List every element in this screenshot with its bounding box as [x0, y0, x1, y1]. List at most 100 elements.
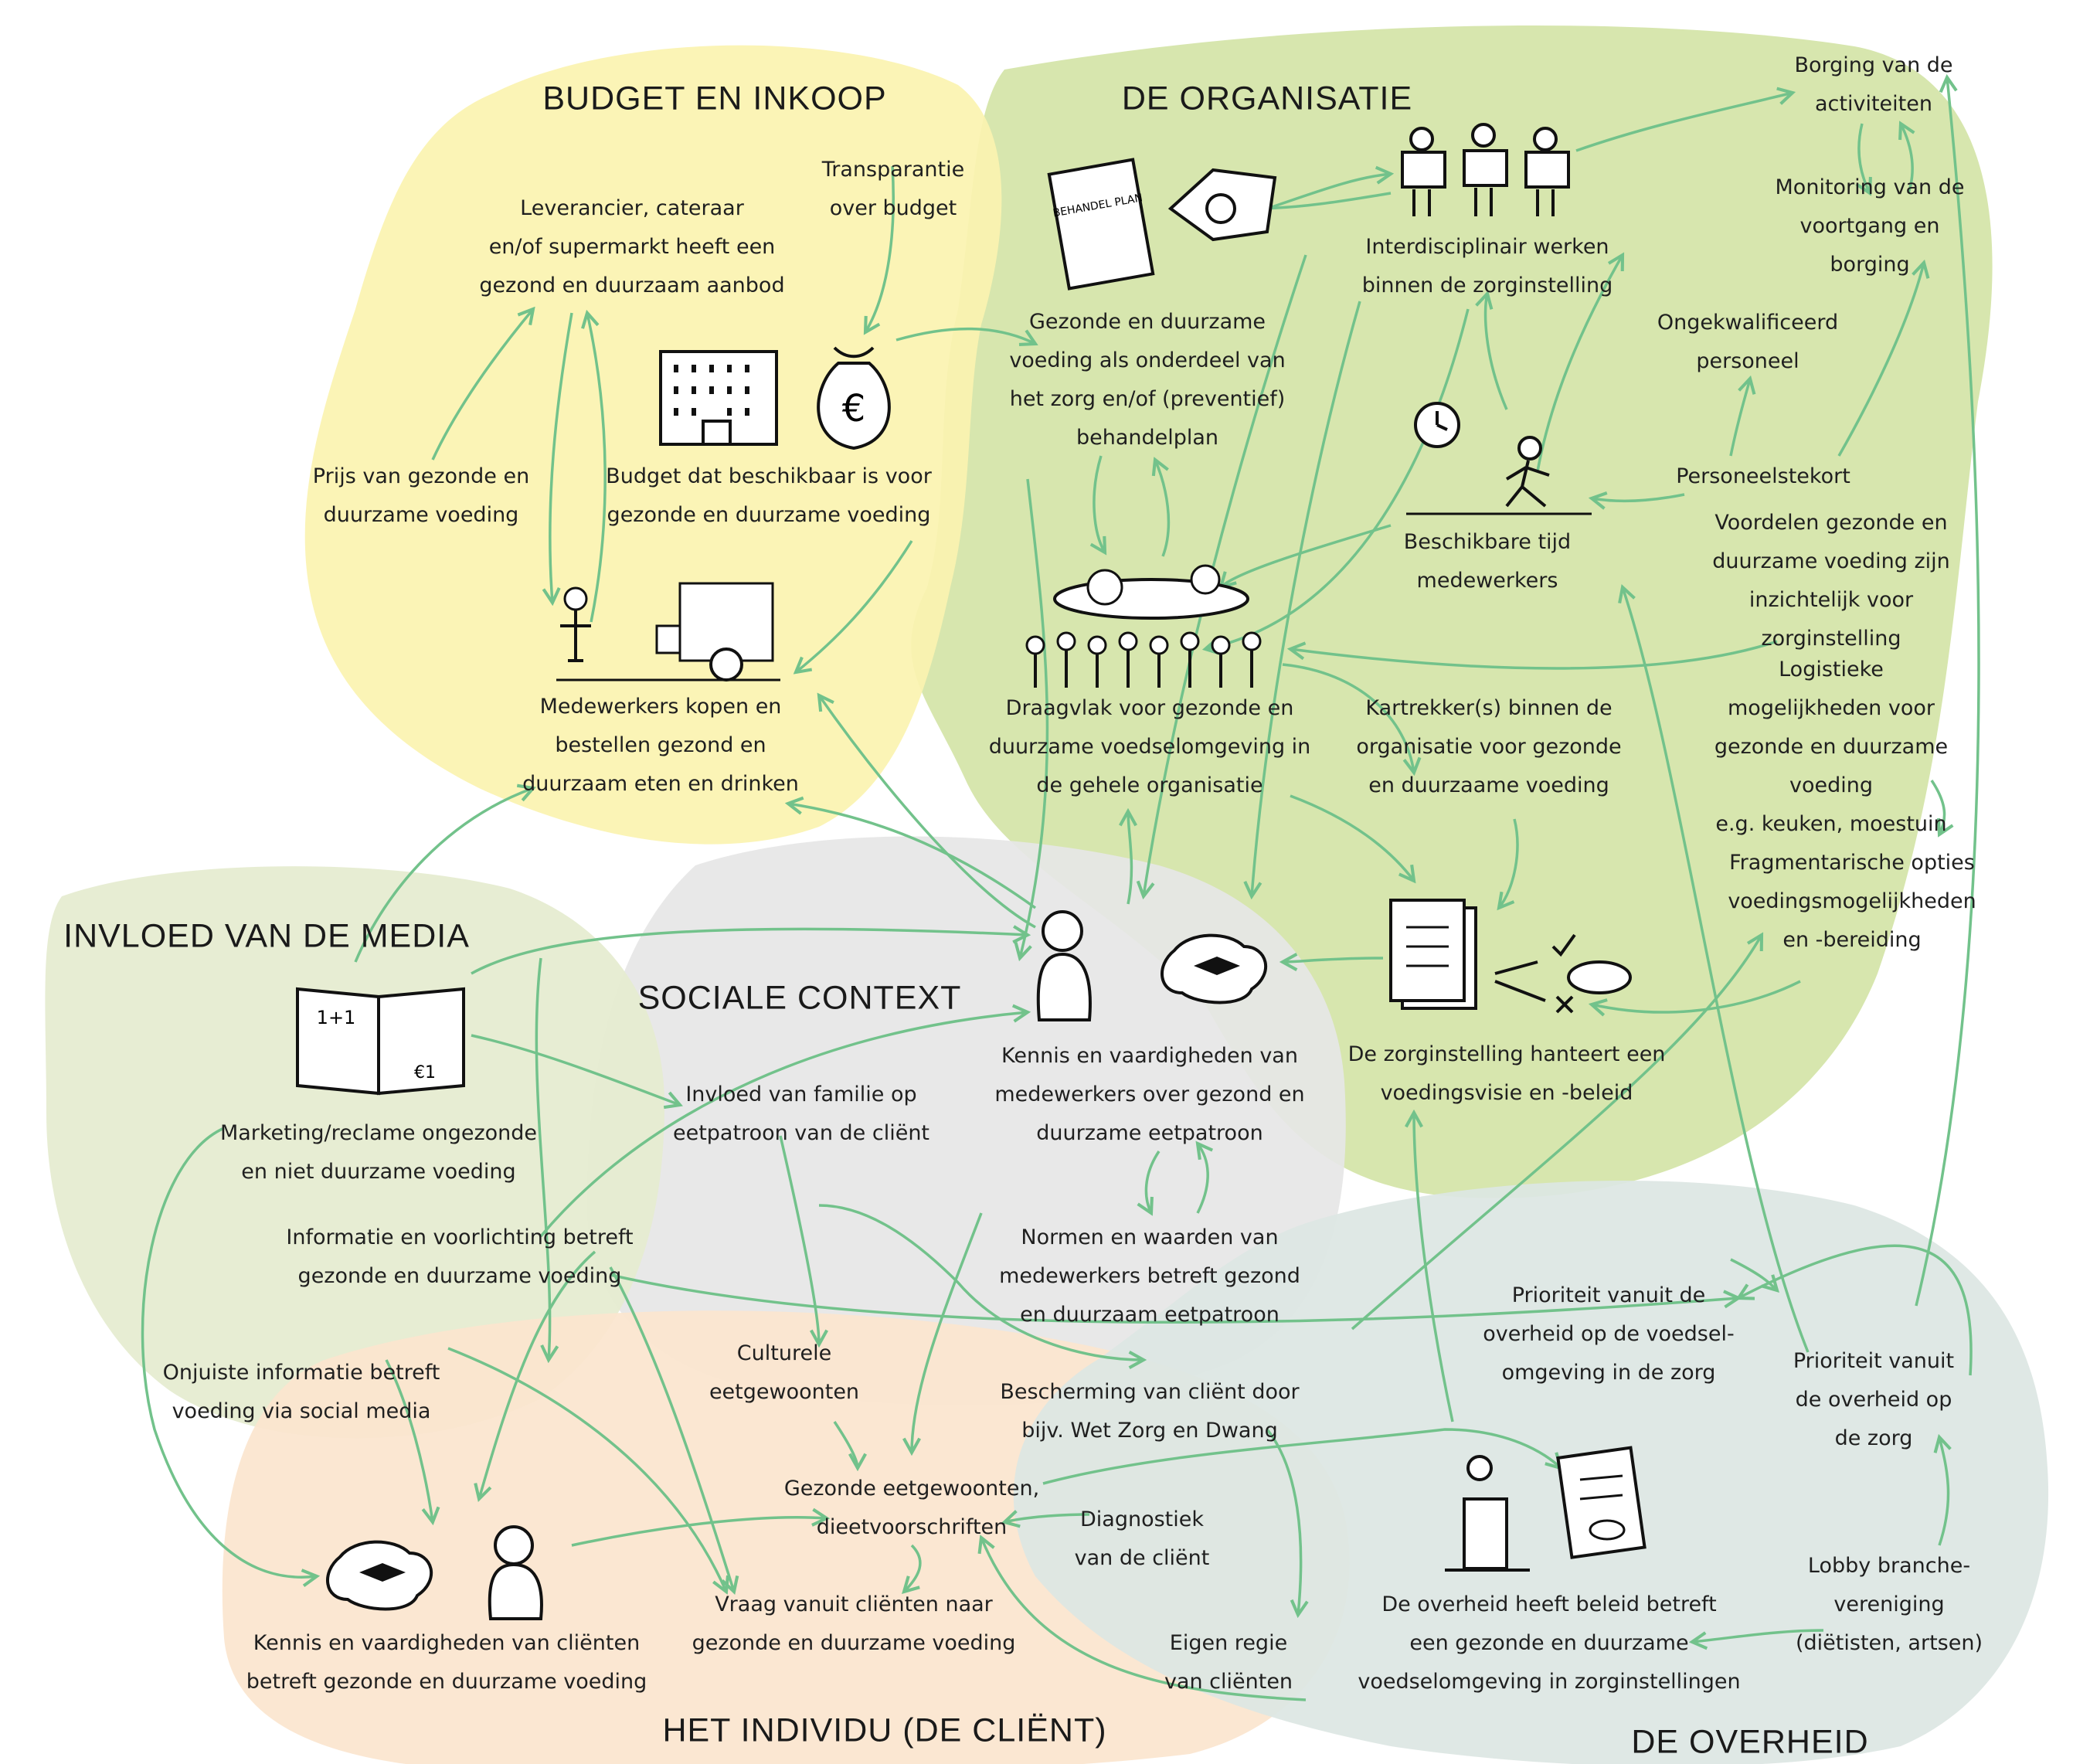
arrow — [819, 695, 1036, 929]
node-voedingsvisie: De zorginstelling hanteert een voedingsv… — [1347, 1042, 1666, 1105]
node-personeelstekort: Personeelstekort — [1676, 464, 1850, 488]
staff-knowledge-icon — [1036, 910, 1267, 1021]
arrow — [904, 1544, 922, 1592]
node-borging: Borging van de activiteiten — [1794, 53, 1953, 116]
region-title-organisatie: DE ORGANISATIE — [1121, 80, 1413, 117]
node-prijs: Prijs van gezonde en duurzame voeding — [312, 464, 530, 527]
arrow — [1939, 1437, 1949, 1546]
vegetables-crowd-icon — [1025, 564, 1262, 688]
region-title-media: INVLOED VAN DE MEDIA — [63, 917, 470, 955]
arrow — [1915, 77, 1980, 1307]
arrow — [1266, 174, 1391, 210]
arrow — [1146, 1151, 1161, 1213]
arrow — [1042, 1428, 1561, 1485]
arrow — [833, 1421, 858, 1468]
node-prioriteit-voedsel: Prioriteit vanuit de overheid op de voed… — [1483, 1283, 1735, 1385]
policy-document-icon — [1389, 899, 1632, 1014]
arrow — [610, 1273, 1738, 1324]
running-person-icon — [1406, 436, 1592, 515]
arrow — [1266, 1428, 1301, 1615]
arrow — [796, 540, 913, 672]
arrow — [1930, 780, 1945, 834]
arrow — [1729, 379, 1750, 457]
region-title-overheid: DE OVERHEID — [1631, 1723, 1869, 1761]
arrow — [471, 1034, 680, 1105]
arrow — [550, 312, 573, 603]
arrow — [1205, 308, 1470, 649]
arrow — [1692, 1629, 1824, 1642]
node-budget: Budget dat beschikbaar is voor gezonde e… — [606, 464, 932, 527]
arrow — [1252, 301, 1361, 896]
node-ongekwalificeerd: Ongekwalificeerd personeel — [1657, 311, 1839, 373]
node-diagnostiek: Diagnostiek van de cliënt — [1074, 1507, 1210, 1570]
arrow — [431, 309, 533, 461]
node-gezonde-voeding-behandelplan: Gezonde en duurzame voeding als onderdee… — [1009, 310, 1286, 450]
arrow — [788, 804, 1037, 909]
folder-magazine-icon: 1+1 €1 — [296, 987, 465, 1096]
arrow — [1283, 958, 1384, 962]
delivery-truck-icon — [556, 582, 780, 681]
node-interdisciplinair: Interdisciplinair werken binnen de zorgi… — [1361, 235, 1613, 297]
arrow — [1351, 935, 1762, 1331]
region-title-sociale: SOCIALE CONTEXT — [637, 979, 962, 1017]
node-marketing: Marketing/reclame ongezonde en niet duur… — [219, 1121, 538, 1184]
client-knowledge-icon — [326, 1525, 543, 1620]
node-informatie: Informatie en voorlichting betreft gezon… — [286, 1225, 634, 1288]
arrow — [447, 1347, 726, 1592]
arrow — [1128, 811, 1131, 905]
arrow — [587, 313, 607, 623]
behandelplan-book-icon: BEHANDEL PLAN — [1047, 158, 1155, 291]
arrow — [1592, 980, 1801, 1012]
arrow — [1837, 263, 1924, 457]
arrow — [1738, 1244, 1973, 1376]
node-onjuiste: Onjuiste informatie betreft voeding via … — [162, 1361, 440, 1423]
node-vraag-clienten: Vraag vanuit cliënten naar gezonde en du… — [692, 1592, 1016, 1655]
node-beschikbare-tijd: Beschikbare tijd medewerkers — [1403, 530, 1572, 593]
arrow — [1020, 478, 1049, 958]
arrow — [1730, 1258, 1777, 1290]
arrow — [865, 165, 895, 332]
arrow — [1094, 455, 1105, 552]
arrow — [1859, 123, 1870, 193]
region-media — [45, 866, 664, 1439]
arrow — [895, 327, 1035, 344]
arrow — [1004, 1514, 1090, 1522]
node-fragmentarische: Fragmentarische opties voedingsmogelijkh… — [1728, 851, 1976, 952]
node-overheid-beleid: De overheid heeft beleid betreft een gez… — [1358, 1592, 1741, 1694]
region-title-budget: BUDGET EN INKOOP — [542, 80, 887, 117]
arrow — [1282, 663, 1414, 773]
arrow — [1901, 124, 1912, 194]
arrow — [535, 957, 549, 1360]
arrow — [1221, 524, 1392, 587]
money-bag-icon: € — [817, 346, 891, 450]
region-overheid — [1013, 1181, 2048, 1764]
arrow — [609, 1266, 734, 1592]
pointing-hand-icon — [1167, 168, 1277, 242]
arrow — [1536, 255, 1623, 472]
arrow — [1290, 640, 1778, 670]
arrow — [1198, 1144, 1208, 1214]
arrow — [779, 1135, 819, 1344]
svg-text:€: € — [842, 387, 866, 430]
team-puzzle-icon — [1401, 123, 1570, 216]
clock-icon — [1414, 402, 1460, 448]
node-leverancier: Leverancier, cateraar en/of supermarkt h… — [479, 196, 785, 297]
node-prioriteit-zorg: Prioriteit vanuit de overheid op de zorg — [1793, 1349, 1955, 1450]
arrow — [539, 1012, 1028, 1238]
arrow — [1575, 93, 1793, 152]
region-title-individu: HET INDIVIDU (DE CLIËNT) — [662, 1711, 1107, 1749]
node-culturele: Culturele eetgewoonten — [709, 1341, 860, 1404]
svg-text:€1: €1 — [414, 1063, 436, 1083]
node-kartrekker: Kartrekker(s) binnen de organisatie voor… — [1356, 696, 1622, 797]
node-medewerkers-kopen: Medewerkers kopen en bestellen gezond en… — [522, 695, 799, 796]
arrow — [1155, 460, 1171, 557]
node-kennis-medewerkers: Kennis en vaardigheden van medewerkers o… — [994, 1044, 1305, 1145]
arrow — [571, 1518, 827, 1547]
arrow — [818, 1204, 1144, 1360]
arrow — [981, 1538, 1307, 1701]
node-normen: Normen en waarden van medewerkers betref… — [999, 1225, 1300, 1327]
arrow — [1623, 587, 1810, 1353]
